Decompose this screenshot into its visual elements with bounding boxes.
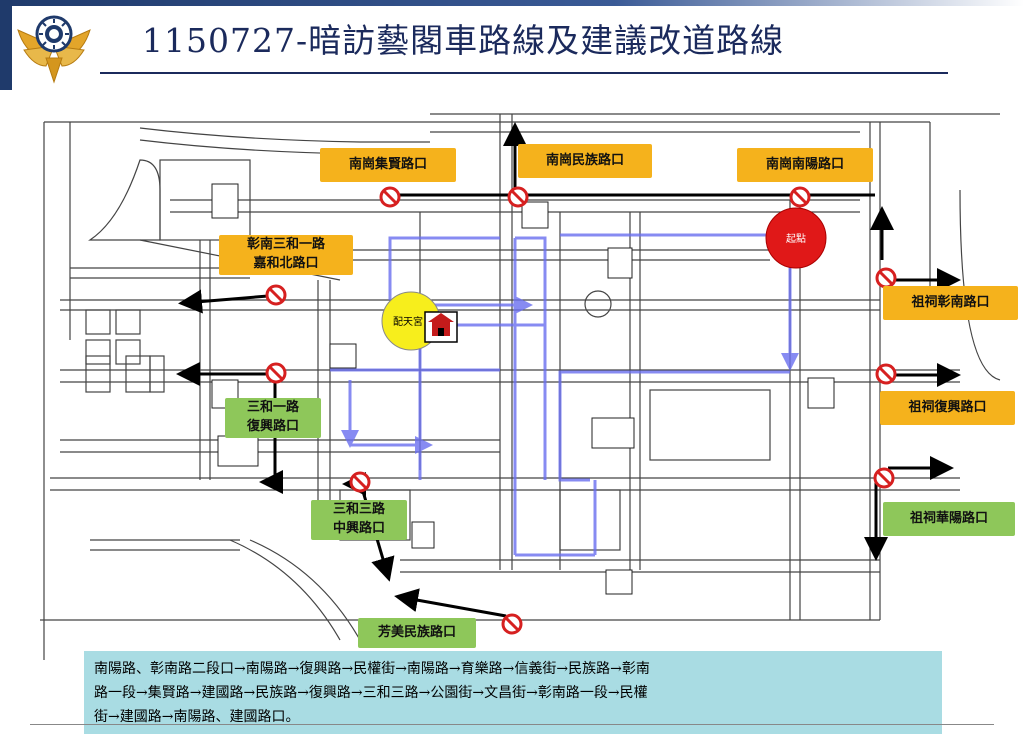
building-icon — [329, 343, 357, 369]
no-entry-icon — [873, 467, 895, 489]
building-icon — [211, 183, 239, 219]
route-description-line: 南陽路、彰南路二段口→南陽路→復興路→民權街→南陽路→育樂路→信義街→民族路→彰… — [94, 661, 650, 677]
header-bar: 1150727-暗訪藝閣車路線及建議改道路線 — [0, 0, 1024, 90]
label-line: 三和三路 — [332, 502, 385, 517]
route-description-box: 南陽路、彰南路二段口→南陽路→復興路→民權街→南陽路→育樂路→信義街→民族路→彰… — [84, 651, 942, 734]
label-line: 彰南三和一路 — [246, 237, 325, 252]
no-entry-icon — [875, 267, 897, 289]
header-left-stripe — [0, 0, 12, 90]
intersection-label-zuci-fuxing: 祖祠復興路口 — [880, 391, 1015, 425]
police-emblem-icon — [17, 15, 91, 84]
building-icon — [591, 417, 635, 449]
no-entry-icon — [875, 363, 897, 385]
intersection-label-sanhe-fuxing: 三和一路 復興路口 — [225, 398, 321, 438]
no-entry-icon — [379, 186, 401, 208]
temple-marker: 配天宮 — [381, 291, 458, 351]
no-entry-icon — [501, 613, 523, 635]
intersection-label-nanggang-jixian: 南崗集賢路口 — [320, 148, 456, 182]
label-line: 三和一路 — [246, 400, 299, 415]
start-point-label: 起點 — [786, 232, 806, 245]
no-entry-icon — [789, 186, 811, 208]
label-line: 復興路口 — [246, 419, 299, 434]
intersection-label-nanggang-nanyang: 南崗南陽路口 — [737, 148, 873, 182]
title-underline — [100, 72, 948, 74]
intersection-label-zuci-huayang: 祖祠華陽路口 — [883, 502, 1015, 536]
intersection-label-sanhe-zhongxing: 三和三路 中興路口 — [311, 500, 407, 540]
label-line: 嘉和北路口 — [253, 256, 319, 271]
no-entry-markers — [265, 186, 897, 635]
intersection-label-zuci-zhangnan: 祖祠彰南路口 — [883, 286, 1018, 320]
no-entry-icon — [265, 362, 287, 384]
detour-arrow — [394, 588, 507, 618]
building-icon — [217, 435, 259, 467]
building-icon — [521, 201, 549, 229]
label-line: 中興路口 — [332, 521, 385, 536]
intersection-label-fangmei-minzu: 芳美民族路口 — [358, 618, 476, 648]
route-description-line: 路一段→集賢路→建國路→民族路→復興路→三和三路→公園街→文昌街→彰南路一段→民… — [94, 685, 648, 701]
temple-label: 配天宮 — [393, 315, 423, 328]
footer-divider — [30, 724, 994, 725]
temple-icon — [424, 311, 458, 343]
building-icon — [607, 247, 633, 279]
header-top-stripe — [0, 0, 1024, 6]
detour-arrow — [178, 289, 269, 314]
page-title: 1150727-暗訪藝閣車路線及建議改道路線 — [142, 21, 785, 60]
route-map: 起點 配天宮 — [40, 113, 1001, 660]
start-point-marker: 起點 — [765, 207, 827, 269]
route-description-line: 街→建國路→南陽路、建國路口。 — [94, 709, 300, 725]
building-icon — [807, 377, 835, 409]
no-entry-icon — [265, 284, 287, 306]
parade-route — [330, 233, 799, 557]
intersection-label-nanggang-minzu: 南崗民族路口 — [518, 144, 652, 178]
intersection-label-zhangnan-sanhe: 彰南三和一路 嘉和北路口 — [219, 235, 353, 275]
no-entry-icon — [349, 471, 371, 493]
building-icon — [605, 569, 633, 595]
no-entry-icon — [507, 186, 529, 208]
building-icon — [411, 521, 435, 549]
